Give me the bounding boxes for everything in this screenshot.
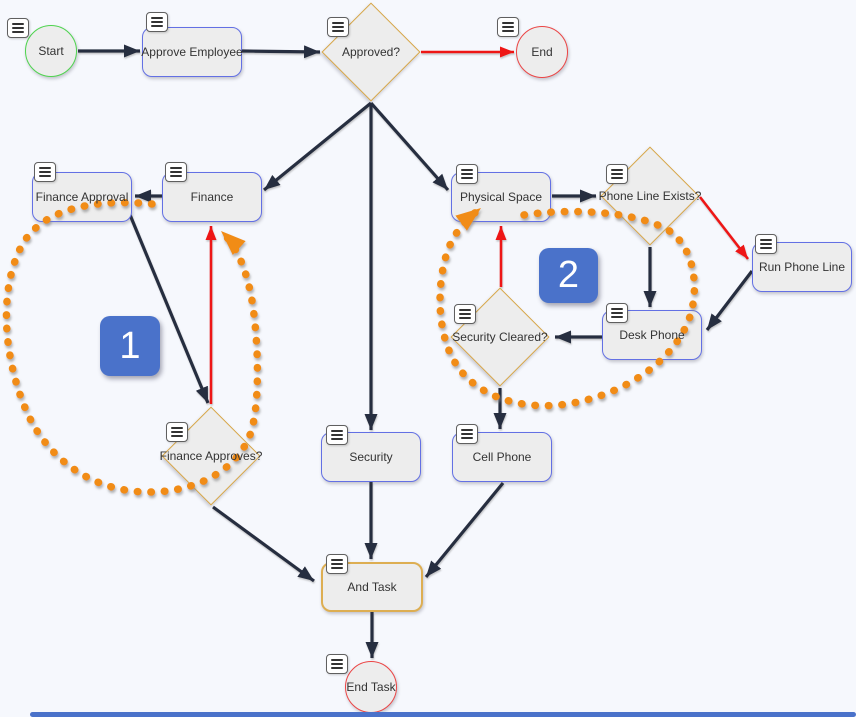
node-label: End (531, 45, 553, 59)
node-finance-approves[interactable]: Finance Approves? (159, 406, 263, 506)
node-phone-line-exists[interactable]: Phone Line Exists? (598, 146, 702, 246)
menu-icon[interactable] (497, 17, 519, 37)
node-end-task[interactable]: End Task (345, 661, 397, 713)
menu-icon[interactable] (7, 18, 29, 38)
node-label: Run Phone Line (758, 260, 846, 274)
node-security-cleared[interactable]: Security Cleared? (450, 287, 550, 387)
node-label: Finance (190, 190, 234, 204)
menu-icon[interactable] (326, 425, 348, 445)
menu-icon[interactable] (166, 422, 188, 442)
node-label: Finance Approval (35, 190, 129, 204)
node-approved[interactable]: Approved? (321, 2, 421, 102)
node-label: And Task (347, 580, 397, 594)
node-label: End Task (346, 680, 396, 694)
node-start[interactable]: Start (25, 25, 77, 77)
node-label: Approve Employee (141, 45, 243, 59)
badge-1: 1 (100, 316, 160, 376)
menu-icon[interactable] (326, 654, 348, 674)
edge-cell-phone-to-and-task[interactable] (424, 481, 505, 579)
node-label: Security Cleared? (452, 330, 548, 344)
menu-icon[interactable] (606, 303, 628, 323)
node-label: Approved? (341, 45, 401, 59)
node-label: Phone Line Exists? (598, 189, 702, 203)
edge-approve-employee-to-approved[interactable] (241, 45, 321, 59)
edge-approved-to-physical-space[interactable] (369, 101, 450, 192)
menu-icon[interactable] (146, 12, 168, 32)
node-label: Cell Phone (472, 450, 532, 464)
menu-icon[interactable] (326, 554, 348, 574)
edge-run-phone-line-to-desk-phone[interactable] (705, 270, 754, 331)
node-label: Start (38, 44, 64, 58)
menu-icon[interactable] (755, 234, 777, 254)
node-label: Physical Space (459, 190, 543, 204)
node-end[interactable]: End (516, 26, 568, 78)
node-approve-employee[interactable]: Approve Employee (141, 27, 243, 77)
node-label: Finance Approves? (159, 449, 263, 463)
edge-phone-line-exists-to-run-phone-line[interactable] (698, 196, 750, 260)
node-label: Desk Phone (619, 328, 685, 342)
edge-finance-approves-to-and-task[interactable] (212, 505, 315, 583)
menu-icon[interactable] (454, 304, 476, 324)
menu-icon[interactable] (327, 17, 349, 37)
menu-icon[interactable] (456, 424, 478, 444)
node-label: Security (349, 450, 393, 464)
menu-icon[interactable] (456, 164, 478, 184)
badge-2: 2 (539, 248, 598, 303)
menu-icon[interactable] (165, 162, 187, 182)
menu-icon[interactable] (606, 164, 628, 184)
node-and-task[interactable]: And Task (321, 562, 423, 612)
horizontal-scrollbar[interactable] (30, 712, 856, 717)
menu-icon[interactable] (34, 162, 56, 182)
edge-approved-to-finance[interactable] (262, 101, 373, 192)
